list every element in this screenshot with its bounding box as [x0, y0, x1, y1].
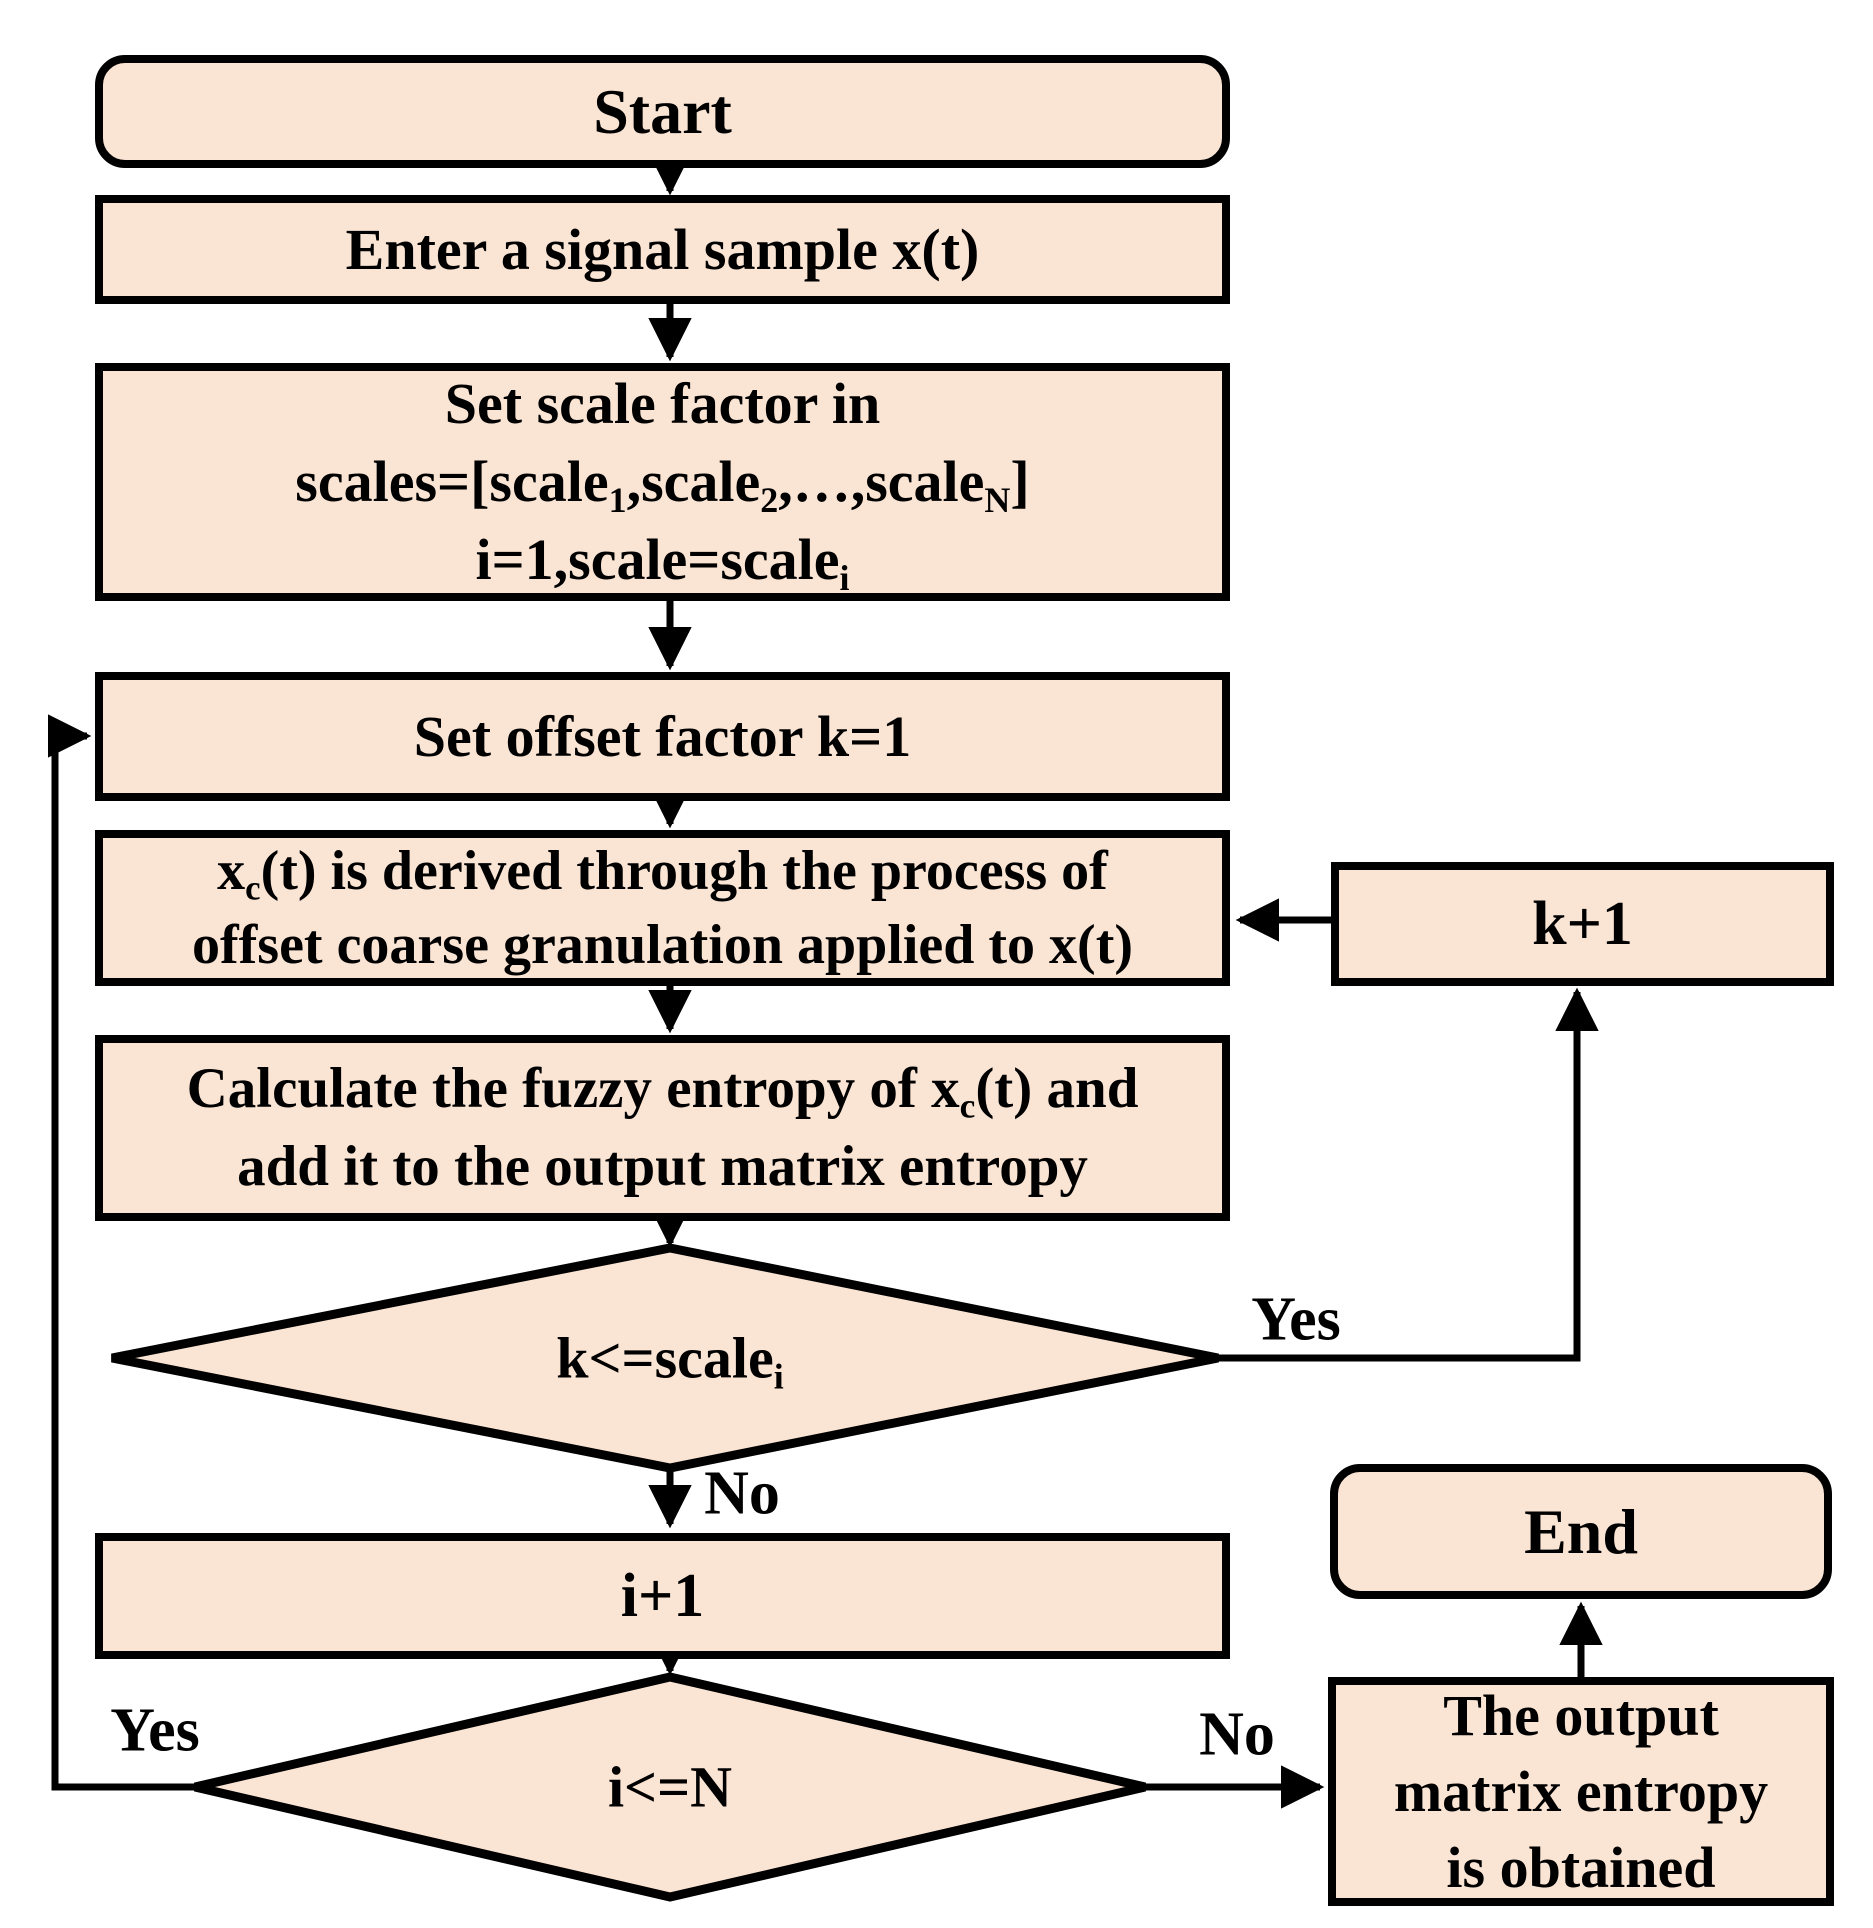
fuzzy-entropy-line1: Calculate the fuzzy entropy of xc(t) and: [186, 1057, 1139, 1126]
output-matrix-line2: matrix entropy: [1393, 1758, 1769, 1824]
k-increment-label: k+1: [1532, 890, 1633, 958]
granulation-line1: xc(t) is derived through the process of: [217, 840, 1108, 908]
granulation-node: xc(t) is derived through the process of …: [95, 830, 1230, 986]
k-yes-label: Yes: [1251, 1285, 1341, 1354]
start-node: Start: [95, 55, 1230, 168]
fuzzy-entropy-node: Calculate the fuzzy entropy of xc(t) and…: [95, 1035, 1230, 1221]
set-offset-label: Set offset factor k=1: [413, 703, 912, 769]
i-increment-node: i+1: [95, 1533, 1230, 1659]
end-label: End: [1524, 1495, 1638, 1567]
k-increment-node: k+1: [1331, 862, 1834, 986]
set-scale-line1: Set scale factor in: [444, 371, 881, 436]
i-yes-label: Yes: [110, 1696, 200, 1765]
set-scale-line2: scales=[scale1,scale2,…,scaleN]: [295, 449, 1030, 520]
arrow-idecision-yes-to-offset: [47, 714, 195, 1791]
end-node: End: [1330, 1464, 1832, 1599]
i-no-label: No: [1199, 1700, 1275, 1769]
set-offset-node: Set offset factor k=1: [95, 672, 1230, 801]
k-decision-label: k<=scalei: [556, 1325, 784, 1397]
enter-signal-node: Enter a signal sample x(t): [95, 195, 1230, 304]
i-decision-label: i<=N: [607, 1754, 733, 1820]
k-decision-diamond: [111, 1243, 1219, 1473]
output-matrix-node: The output matrix entropy is obtained: [1328, 1677, 1834, 1906]
fuzzy-entropy-line2: add it to the output matrix entropy: [237, 1135, 1088, 1198]
output-matrix-line1: The output: [1443, 1682, 1719, 1748]
start-label: Start: [593, 75, 732, 147]
output-matrix-line3: is obtained: [1446, 1834, 1716, 1900]
granulation-line2: offset coarse granulation applied to x(t…: [191, 914, 1133, 976]
enter-signal-label: Enter a signal sample x(t): [345, 216, 980, 282]
k-no-label: No: [704, 1459, 780, 1528]
arrow-kdecision-yes-to-kplus: [1218, 987, 1599, 1362]
set-scale-node: Set scale factor in scales=[scale1,scale…: [95, 363, 1230, 601]
i-decision-diamond: [193, 1672, 1147, 1902]
set-scale-line3: i=1,scale=scalei: [475, 527, 850, 598]
i-increment-label: i+1: [620, 1562, 705, 1630]
